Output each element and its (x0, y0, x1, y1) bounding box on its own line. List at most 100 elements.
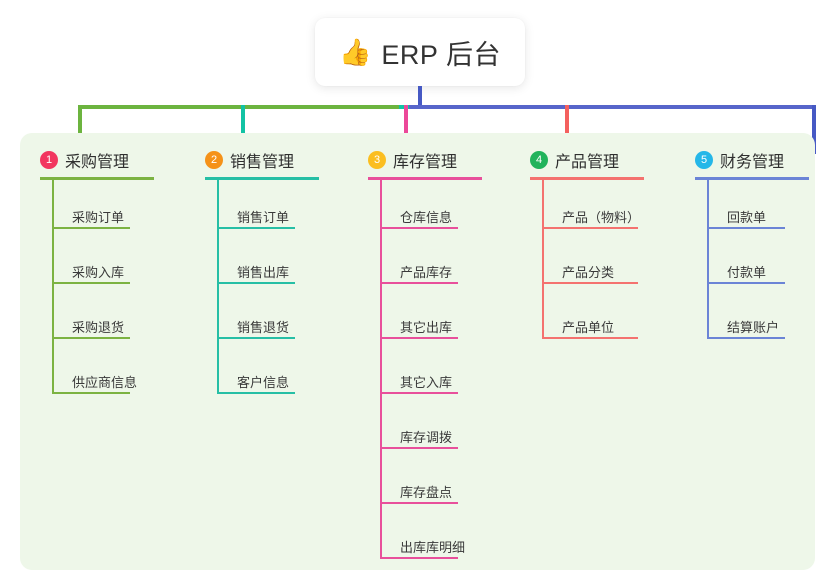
module-item-label: 供应商信息 (72, 375, 138, 390)
module-item-underline (380, 282, 458, 284)
module-item-label: 产品分类 (562, 265, 615, 280)
drop-connector-5 (812, 105, 816, 154)
module-item-underline (542, 227, 638, 229)
module-item-underline (380, 392, 458, 394)
module-item-label: 出库库明细 (400, 540, 466, 555)
module-item-label: 其它入库 (400, 375, 453, 390)
module-item-underline (380, 227, 458, 229)
module-item[interactable]: 库存调拨 (368, 400, 482, 455)
module-item[interactable]: 采购订单 (40, 180, 154, 235)
bus-connector-left (78, 105, 401, 109)
module-badge-icon: 3 (368, 151, 386, 169)
module-item[interactable]: 销售订单 (205, 180, 319, 235)
module-underline (205, 177, 319, 180)
module-item-label: 采购订单 (72, 210, 125, 225)
module-item-label: 销售出库 (237, 265, 290, 280)
module-underline (368, 177, 482, 180)
module-item-label: 回款单 (727, 210, 767, 225)
module-underline (695, 177, 809, 180)
module-item[interactable]: 产品单位 (530, 290, 644, 345)
module-badge-icon: 5 (695, 151, 713, 169)
root-node-title: ERP 后台 (381, 39, 501, 70)
module-item[interactable]: 其它入库 (368, 345, 482, 400)
module-item[interactable]: 采购退货 (40, 290, 154, 345)
module-item[interactable]: 库存盘点 (368, 455, 482, 510)
module-item-list: 仓库信息产品库存其它出库其它入库库存调拨库存盘点出库库明细 (368, 180, 482, 565)
module-item-label: 销售订单 (237, 210, 290, 225)
module-item[interactable]: 结算账户 (695, 290, 809, 345)
module-item[interactable]: 付款单 (695, 235, 809, 290)
module-item-underline (52, 392, 130, 394)
drop-connector-4 (565, 105, 569, 154)
module-item-underline (52, 282, 130, 284)
module-item-label: 付款单 (727, 265, 767, 280)
module-item-label: 产品（物料） (562, 210, 641, 225)
module-item[interactable]: 产品库存 (368, 235, 482, 290)
modules-panel (20, 133, 815, 570)
module-item[interactable]: 产品分类 (530, 235, 644, 290)
module-item-label: 结算账户 (727, 320, 780, 335)
module-spine-connector (217, 180, 219, 394)
module-item-label: 产品库存 (400, 265, 453, 280)
module-item-underline (217, 392, 295, 394)
module-item[interactable]: 回款单 (695, 180, 809, 235)
module-badge-icon: 4 (530, 151, 548, 169)
module-title: 采购管理 (65, 154, 130, 171)
module-header-5[interactable]: 5 财务管理 (695, 148, 809, 172)
module-item[interactable]: 销售退货 (205, 290, 319, 345)
module-item-underline (217, 337, 295, 339)
module-item-underline (707, 282, 785, 284)
module-column-5: 5 财务管理回款单付款单结算账户 (695, 148, 809, 345)
module-item-underline (52, 337, 130, 339)
module-column-3: 3 库存管理仓库信息产品库存其它出库其它入库库存调拨库存盘点出库库明细 (368, 148, 482, 565)
module-item[interactable]: 产品（物料） (530, 180, 644, 235)
module-item-underline (542, 337, 638, 339)
root-stem-connector (418, 86, 422, 108)
module-item-label: 库存调拨 (400, 430, 453, 445)
root-node-erp-backend[interactable]: 👍 ERP 后台 (315, 18, 525, 86)
module-underline (530, 177, 644, 180)
module-item[interactable]: 销售出库 (205, 235, 319, 290)
module-item-underline (217, 227, 295, 229)
module-badge-icon: 2 (205, 151, 223, 169)
module-header-1[interactable]: 1 采购管理 (40, 148, 154, 172)
module-spine-connector (707, 180, 709, 339)
module-item-underline (542, 282, 638, 284)
module-title: 财务管理 (720, 154, 785, 171)
module-badge-icon: 1 (40, 151, 58, 169)
drop-connector-1 (78, 105, 82, 154)
module-spine-connector (542, 180, 544, 339)
module-spine-connector (380, 180, 382, 559)
module-item[interactable]: 仓库信息 (368, 180, 482, 235)
thumbs-up-icon: 👍 (339, 37, 372, 67)
module-item-underline (380, 557, 458, 559)
module-item-label: 销售退货 (237, 320, 290, 335)
module-item[interactable]: 客户信息 (205, 345, 319, 400)
module-item-underline (707, 337, 785, 339)
module-item-list: 销售订单销售出库销售退货客户信息 (205, 180, 319, 400)
module-item[interactable]: 出库库明细 (368, 510, 482, 565)
module-item-list: 产品（物料） 产品分类产品单位 (530, 180, 644, 345)
bus-connector-right (409, 105, 816, 109)
module-item-label: 采购退货 (72, 320, 125, 335)
module-item[interactable]: 其它出库 (368, 290, 482, 345)
module-item[interactable]: 供应商信息 (40, 345, 154, 400)
module-underline (40, 177, 154, 180)
module-item-label: 产品单位 (562, 320, 615, 335)
module-item-list: 回款单付款单结算账户 (695, 180, 809, 345)
module-title: 库存管理 (393, 154, 458, 171)
module-item-label: 库存盘点 (400, 485, 453, 500)
module-item-label: 仓库信息 (400, 210, 453, 225)
module-item-underline (380, 447, 458, 449)
module-item-underline (217, 282, 295, 284)
module-item[interactable]: 采购入库 (40, 235, 154, 290)
module-item-label: 采购入库 (72, 265, 125, 280)
module-item-list: 采购订单采购入库采购退货供应商信息 (40, 180, 154, 400)
module-column-1: 1 采购管理采购订单采购入库采购退货供应商信息 (40, 148, 154, 400)
module-header-3[interactable]: 3 库存管理 (368, 148, 482, 172)
